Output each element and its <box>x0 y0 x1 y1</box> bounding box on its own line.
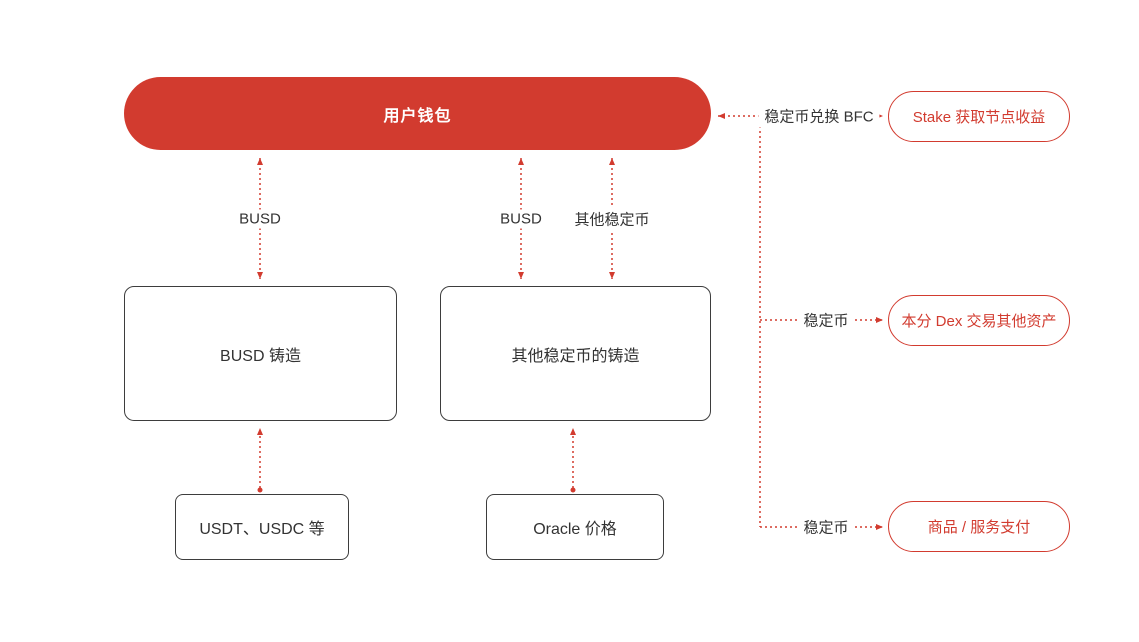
node-goods-service-payment: 商品 / 服务支付 <box>888 501 1070 552</box>
edge-label-busd-mid: BUSD <box>494 209 548 229</box>
edge-oracle-origin-dot <box>570 487 576 493</box>
node-usdt-usdc: USDT、USDC 等 <box>175 494 349 560</box>
edge-label-other-stablecoin: 其他稳定币 <box>568 207 656 231</box>
edge-label-stablecoin-to-payment: 稳定币 <box>797 515 855 539</box>
node-dex-trade-label: 本分 Dex 交易其他资产 <box>901 313 1057 330</box>
node-dex-trade: 本分 Dex 交易其他资产 <box>888 295 1070 346</box>
edge-usdt-origin-dot <box>257 487 263 493</box>
node-user-wallet-label: 用户钱包 <box>383 107 452 125</box>
node-other-stablecoin-mint-label: 其他稳定币的铸造 <box>511 347 640 365</box>
node-stake-rewards: Stake 获取节点收益 <box>888 91 1070 142</box>
edge-label-busd-left: BUSD <box>233 209 287 229</box>
edge-label-swap-bfc: 稳定币兑换 BFC <box>758 104 880 128</box>
node-busd-mint: BUSD 铸造 <box>124 286 397 421</box>
node-stake-rewards-label: Stake 获取节点收益 <box>912 109 1046 126</box>
node-usdt-usdc-label: USDT、USDC 等 <box>199 521 325 538</box>
node-oracle-price-label: Oracle 价格 <box>533 521 617 538</box>
node-busd-mint-label: BUSD 铸造 <box>220 347 301 365</box>
edge-label-stablecoin-to-dex: 稳定币 <box>797 308 855 332</box>
node-oracle-price: Oracle 价格 <box>486 494 664 560</box>
node-other-stablecoin-mint: 其他稳定币的铸造 <box>440 286 711 421</box>
node-goods-service-payment-label: 商品 / 服务支付 <box>927 519 1031 536</box>
node-user-wallet: 用户钱包 <box>124 77 711 150</box>
